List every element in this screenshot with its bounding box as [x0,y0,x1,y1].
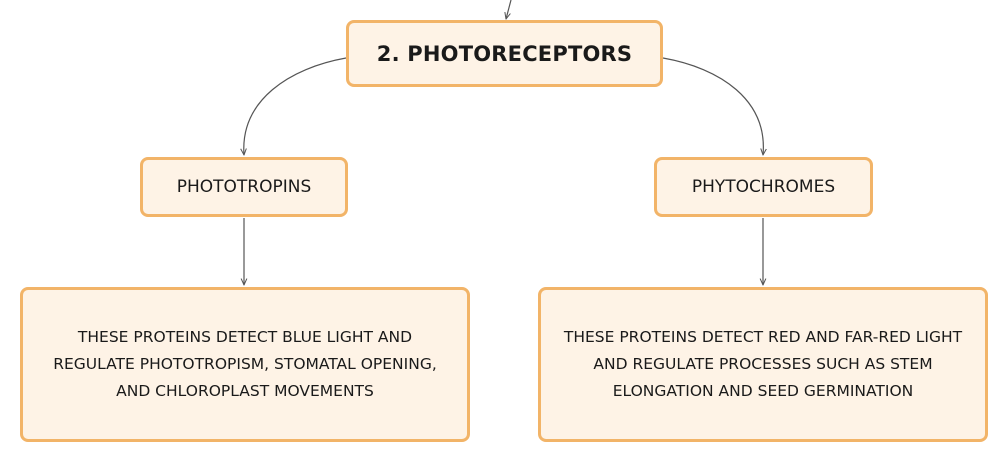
connector-root-to-phytochromes [662,57,763,155]
description-line: AND REGULATE PROCESSES SUCH AS STEM [593,355,933,373]
node-phototropins[interactable]: PHOTOTROPINS [140,157,348,217]
description-text: THESE PROTEINS DETECT RED AND FAR-RED LI… [564,324,962,405]
node-phototropins-label: PHOTOTROPINS [176,177,312,197]
node-phytochromes[interactable]: PHYTOCHROMES [654,157,873,217]
description-line: REGULATE PHOTOTROPISM, STOMATAL OPENING, [53,355,437,373]
node-phytochromes-description[interactable]: THESE PROTEINS DETECT RED AND FAR-RED LI… [538,287,988,442]
description-line: ELONGATION AND SEED GERMINATION [612,382,914,400]
description-line: AND CHLOROPLAST MOVEMENTS [116,382,374,400]
incoming-connector [506,0,512,19]
node-phytochromes-label: PHYTOCHROMES [691,177,836,197]
root-node-photoreceptors[interactable]: 2. PHOTORECEPTORS [346,20,663,87]
root-node-label: 2. PHOTORECEPTORS [376,41,633,66]
description-line: THESE PROTEINS DETECT BLUE LIGHT AND [77,328,413,346]
description-line: THESE PROTEINS DETECT RED AND FAR-RED LI… [563,328,963,346]
node-phototropins-description[interactable]: THESE PROTEINS DETECT BLUE LIGHT AND REG… [20,287,470,442]
connector-root-to-phototropins [244,57,347,155]
description-text: THESE PROTEINS DETECT BLUE LIGHT AND REG… [53,324,437,405]
